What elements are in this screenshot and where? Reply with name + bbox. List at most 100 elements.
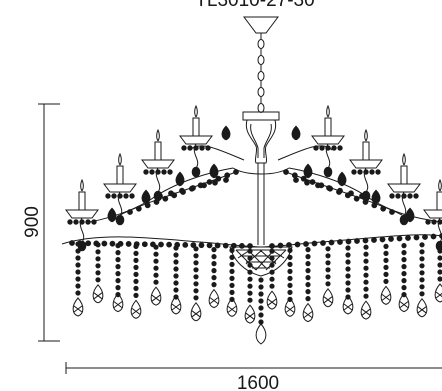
garland-bead [85,240,92,247]
strand-bead [247,290,253,296]
garland-bead [326,185,332,191]
strand-bead [193,288,199,294]
strand-bead [345,252,351,258]
garland-bead [303,241,309,247]
garland-bead [362,237,369,244]
strand-bead [247,297,253,303]
strand-pendant [112,292,124,313]
strand-pendant [170,295,182,315]
strand-pendant [130,299,142,319]
strand-bead [229,275,235,282]
strand-bead [133,250,139,256]
garland-bead [190,242,197,248]
candle-bobeche [311,135,345,145]
garland-bead [371,237,377,243]
strand-bead [287,261,293,268]
bobeche-drop [319,145,325,151]
strand-pendant [434,283,442,303]
strand-pendant [416,298,428,318]
strand-bead [95,263,101,269]
strand-bead [247,283,253,289]
candle-pendant [191,166,201,178]
strand-bead [401,285,407,291]
strand-pendant [342,295,354,315]
strand-bead [115,271,121,277]
strand-bead [75,262,81,268]
strand-bead [133,285,139,292]
strand-bead [287,275,293,282]
strand-bead [305,275,311,281]
central-column [232,111,290,245]
bobeche-drop [331,145,337,151]
garland-bead [389,209,395,215]
crystal-strand [92,242,104,304]
strand-bead [153,251,159,257]
strand-bead [363,258,369,264]
strand-bead [363,244,369,250]
crystal-strand [244,248,256,324]
bobeche-drop [161,169,167,175]
candle-tube [116,165,124,184]
strand-bead [95,277,101,283]
strand-bead [287,282,293,289]
pendant-facet [303,311,313,318]
strand-pendant [255,323,267,345]
bobeche-drop [395,193,401,199]
strand-bead [229,289,235,296]
pendant-facet [435,291,442,299]
crystal-strand [170,245,182,315]
chain-link [257,87,265,97]
strand-bead [95,249,101,255]
candle-tube [436,191,442,210]
strand-bead [247,248,253,254]
candle-stem [79,217,85,243]
candle [141,128,175,202]
bobeche-drop [407,193,413,199]
strand-bead [115,285,121,291]
bobeche-drop [129,193,135,199]
strand-bead [133,278,139,285]
strand-bead [363,251,369,257]
strand-bead [363,272,369,278]
strand-bead [258,284,264,290]
bobeche-drop [105,193,111,199]
garland-bead [101,240,108,247]
bobeche-drop [187,145,193,151]
crystal-drop [175,171,185,187]
garland-bead [294,241,301,248]
strand-bead [305,254,311,260]
chain-link [257,39,265,49]
strand-bead [345,287,351,293]
strand-bead [173,273,179,279]
bobeche-drop [351,169,357,175]
pendant-facet [399,301,409,308]
candle-pendant [115,214,125,226]
strand-bead [287,289,293,296]
garland-bead [396,235,403,242]
pendant-facet [131,308,141,315]
strand-bead [133,243,139,249]
garland-bead [354,238,360,244]
candle [103,152,137,226]
strand-bead [401,271,407,277]
central-basket [229,246,293,277]
strand-bead [247,262,253,268]
garland-bead [168,190,174,197]
candle-stem [117,191,123,217]
strand-bead [133,271,139,278]
candle-tube [324,117,332,136]
candle-pendant [361,190,371,202]
pendant-facet [343,303,353,311]
pendant-facet [151,294,161,302]
strand-bead [247,269,253,275]
strand-bead [173,287,179,293]
strand-pendant [226,297,238,317]
strand-bead [115,278,121,284]
crystal-strands [72,241,442,345]
crystal-strand [208,247,220,309]
strand-bead [115,250,121,256]
strand-bead [383,264,389,271]
strand-bead [193,267,199,273]
garland-bead [215,175,222,182]
